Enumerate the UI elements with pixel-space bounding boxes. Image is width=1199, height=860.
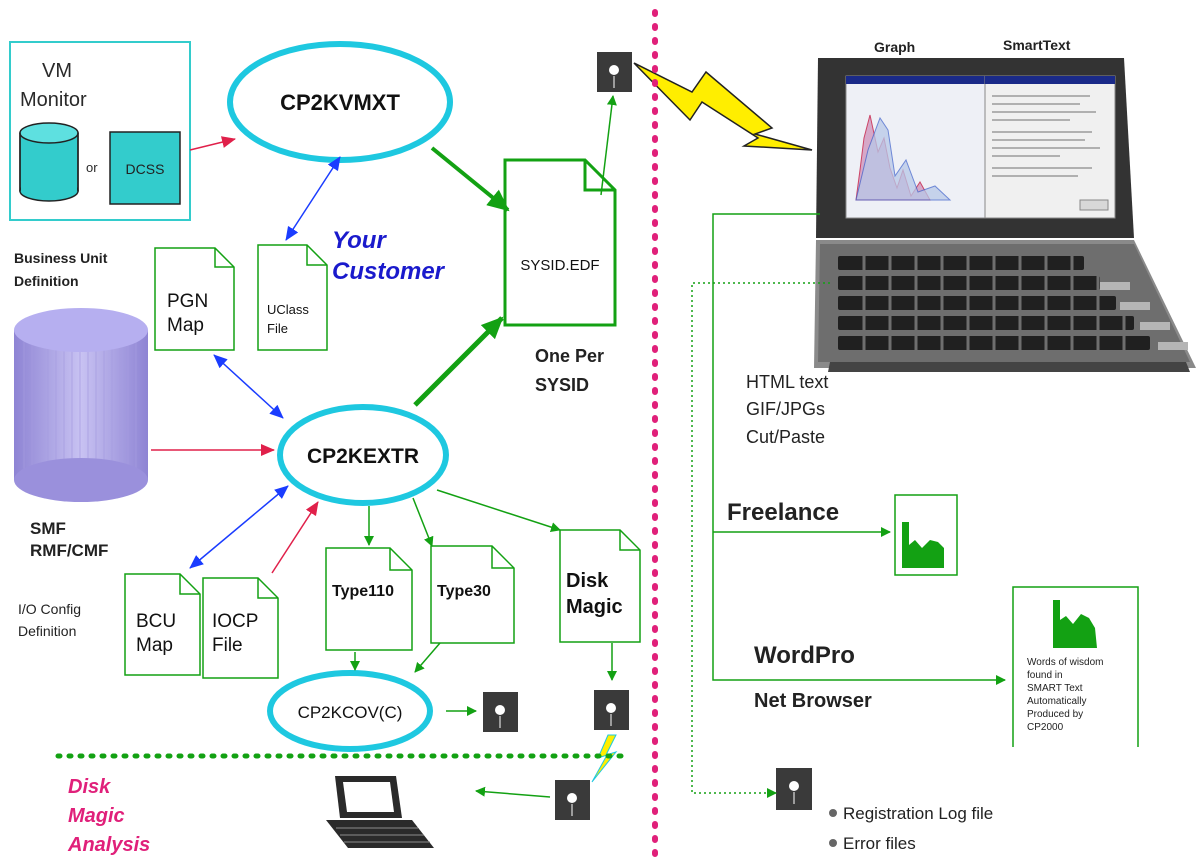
disk-magic-doc: Disk Magic	[559, 529, 641, 643]
diskette-icon	[483, 692, 518, 732]
iocp-file-doc: IOCP File	[202, 577, 279, 679]
smf-cylinder-icon	[14, 308, 148, 502]
pgn-map-line1: PGN	[167, 291, 208, 312]
smarttext-label: SmartText	[1003, 37, 1071, 53]
cp2kvmxt-label: CP2KVMXT	[280, 90, 400, 115]
type30-to-cp2kcov-arrow	[414, 642, 441, 673]
uclass-file-line1: UClass	[267, 302, 309, 317]
laptop-to-wordpro-flow	[712, 213, 1006, 685]
cp2kcov-label: CP2KCOV(C)	[298, 703, 403, 722]
error-files-label: Error files	[843, 834, 916, 853]
vm-label: VM	[42, 60, 72, 82]
wisdom-line1: Words of wisdom	[1027, 657, 1104, 668]
type30-label: Type30	[437, 583, 491, 600]
one-per-label: One Per	[535, 346, 604, 366]
monitor-label: Monitor	[20, 89, 87, 111]
diskette-icon	[555, 780, 590, 820]
cp2kextr-to-diskmagic-arrow	[436, 489, 561, 532]
lightning-bolt-icon	[633, 62, 813, 151]
bcu-map-line1: BCU	[136, 611, 176, 632]
customer-label: Customer	[332, 258, 446, 285]
cp2kextr-to-sysid-arrow	[413, 316, 504, 407]
laptop-icon: Graph SmartText	[814, 37, 1196, 372]
iocp-file-line2: File	[212, 635, 243, 656]
html-text-label: HTML text	[746, 372, 828, 392]
your-label: Your	[332, 227, 387, 254]
cp2kextr-to-type30-arrow	[412, 497, 434, 547]
pgn-map-line2: Map	[167, 315, 204, 336]
sysid-to-diskette-arrow	[600, 95, 617, 196]
disk-magic-line1: Disk	[566, 570, 609, 592]
small-lightning-icon	[591, 734, 618, 783]
wisdom-line4: Automatically	[1027, 696, 1086, 707]
type30-doc: Type30	[430, 545, 515, 644]
rmf-cmf-label: RMF/CMF	[30, 541, 108, 560]
freelance-label: Freelance	[727, 499, 839, 526]
cp2kvmxt-node: CP2KVMXT	[227, 41, 453, 163]
diskette-icon	[597, 52, 632, 92]
dma-line1: Disk	[68, 776, 111, 798]
wisdom-chart-icon	[1053, 600, 1097, 648]
freelance-chart-icon	[894, 494, 958, 576]
io-config-label: I/O Config	[18, 601, 81, 617]
iocp-to-cp2kextr-arrow	[271, 501, 319, 574]
dma-line3: Analysis	[67, 834, 150, 856]
cp2kvmxt-to-sysid-arrow	[430, 146, 510, 212]
type110-label: Type110	[332, 583, 394, 600]
wisdom-document: Words of wisdom found in SMART Text Auto…	[1012, 586, 1139, 747]
cp2kcov-node: CP2KCOV(C)	[267, 670, 433, 752]
gif-jpgs-label: GIF/JPGs	[746, 399, 825, 419]
cp2kextr-node: CP2KEXTR	[277, 404, 449, 506]
wisdom-line6: CP2000	[1027, 722, 1064, 733]
bcu-map-line2: Map	[136, 635, 173, 656]
pgn-map-doc: PGN Map	[154, 247, 235, 351]
bullet-icon	[829, 839, 837, 847]
registration-log-label: Registration Log file	[843, 804, 993, 823]
net-browser-label: Net Browser	[754, 690, 872, 712]
smf-label: SMF	[30, 519, 66, 538]
dma-line2: Magic	[68, 805, 125, 827]
sysid-edf-label: SYSID.EDF	[520, 257, 599, 274]
disk-magic-line2: Magic	[566, 596, 623, 618]
cp2kextr-label: CP2KEXTR	[307, 445, 419, 468]
io-config-def-label: Definition	[18, 623, 76, 639]
pgn-cp2kextr-arrow	[213, 354, 284, 419]
wisdom-line3: SMART Text	[1027, 683, 1083, 694]
cut-paste-label: Cut/Paste	[746, 427, 825, 447]
small-laptop-icon	[326, 776, 434, 848]
dcss-box: DCSS	[109, 131, 181, 205]
bullet-icon	[829, 809, 837, 817]
uclass-file-doc: UClass File	[257, 244, 328, 351]
dcss-label: DCSS	[126, 161, 165, 177]
graph-label: Graph	[874, 39, 915, 55]
wisdom-line2: found in	[1027, 670, 1063, 681]
vm-to-cp2kvmxt-arrow	[189, 136, 236, 151]
wordpro-label: WordPro	[754, 642, 855, 669]
vm-monitor-box: VM Monitor or DCSS	[9, 41, 191, 221]
diskette-icon	[594, 690, 629, 730]
or-label: or	[86, 160, 98, 175]
sysid-label: SYSID	[535, 375, 589, 395]
sysid-edf-doc: SYSID.EDF	[503, 158, 617, 327]
wisdom-line5: Produced by	[1027, 709, 1083, 720]
uclass-file-line2: File	[267, 321, 288, 336]
vm-cylinder-icon	[19, 122, 79, 202]
bcu-map-doc: BCU Map	[124, 573, 201, 676]
smarttext-window	[984, 75, 1116, 219]
type110-doc: Type110	[325, 547, 413, 651]
diskette-icon	[776, 768, 812, 810]
business-unit-label: Business Unit	[14, 250, 108, 266]
laptop-to-log-flow	[691, 282, 830, 798]
diskette-to-small-laptop-arrow	[475, 786, 551, 798]
iocp-file-line1: IOCP	[212, 611, 258, 632]
bcu-cp2kextr-arrow	[189, 485, 289, 569]
business-unit-def-label: Definition	[14, 273, 79, 289]
uclass-cp2kvmxt-arrow	[285, 156, 341, 241]
